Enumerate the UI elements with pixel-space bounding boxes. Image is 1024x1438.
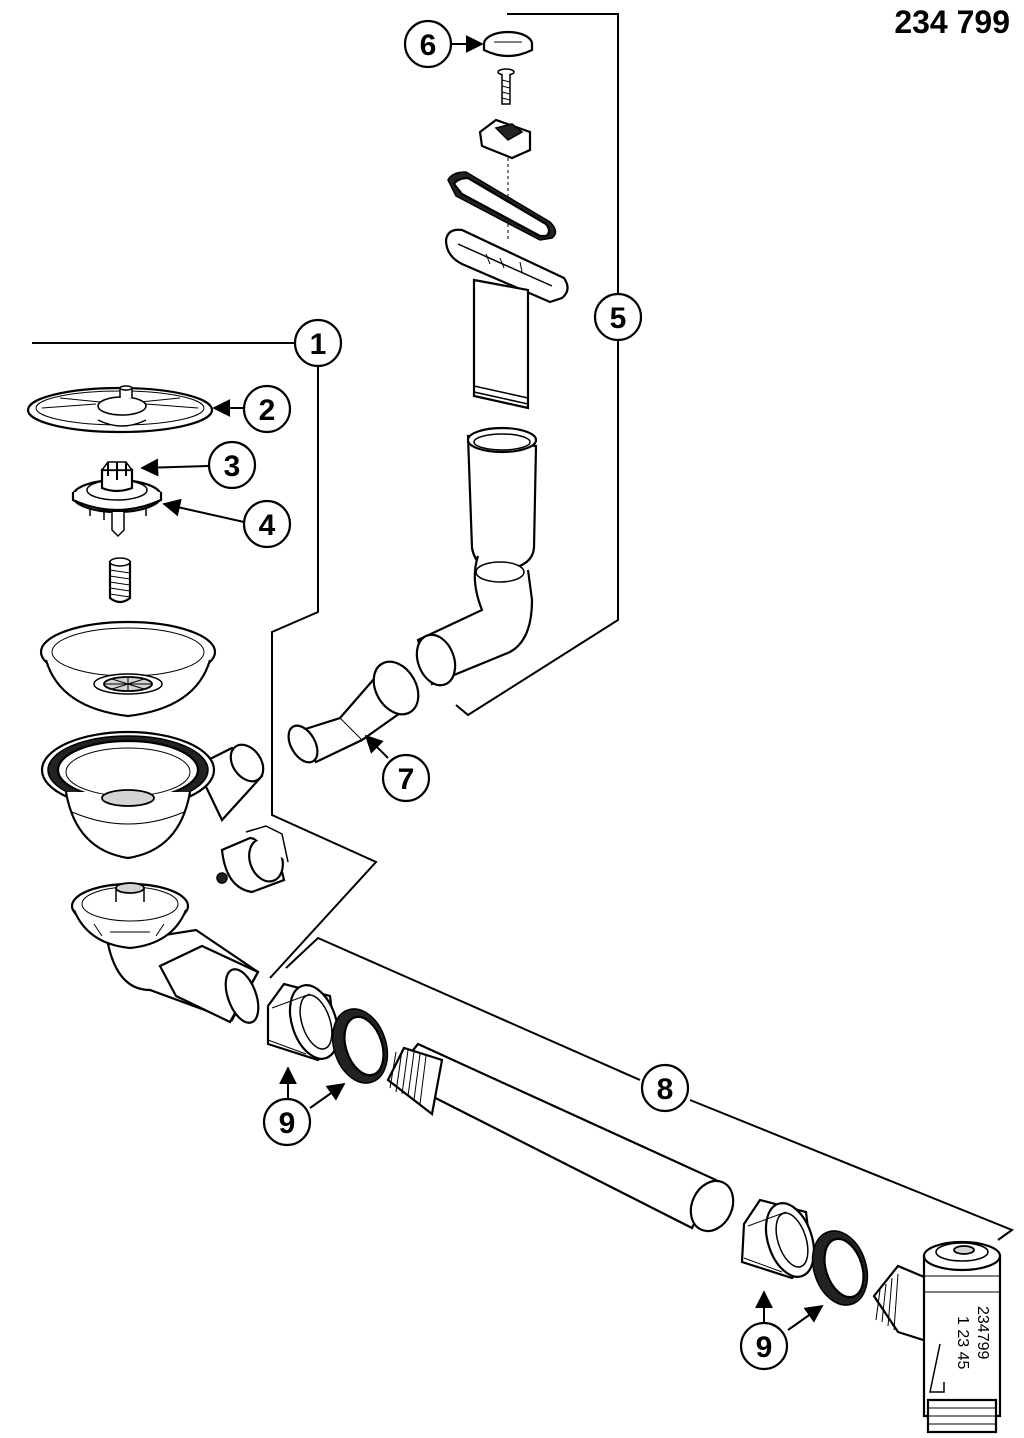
- callout-arrows: [140, 35, 824, 1331]
- drain-body: [70, 882, 260, 1024]
- overflow-plug: [216, 825, 289, 894]
- valve-head: [71, 461, 163, 538]
- tee-stamp-line1: 234799: [974, 1306, 991, 1359]
- callout-9-left: 9: [262, 1097, 312, 1147]
- svg-text:9: 9: [756, 1331, 773, 1364]
- reducer: [287, 660, 420, 764]
- extension-pipe: [386, 1042, 735, 1233]
- overflow-housing: [444, 228, 569, 410]
- svg-text:6: 6: [420, 29, 437, 62]
- svg-text:1: 1: [310, 328, 327, 361]
- tee-fitting: 234799 1 23 45: [872, 1240, 1002, 1434]
- callout-4: 4: [242, 499, 292, 549]
- union-nut-left: [266, 982, 340, 1062]
- part-number: 234 799: [894, 4, 1010, 40]
- seal-ring-left: [331, 1008, 389, 1084]
- callout-8: 8: [640, 1063, 690, 1113]
- svg-text:5: 5: [610, 302, 627, 335]
- overflow-cap: [482, 30, 534, 58]
- callout-3: 3: [207, 440, 257, 490]
- tee-stamp-line2: 1 23 45: [954, 1316, 971, 1369]
- overflow-tube: [415, 426, 538, 687]
- svg-text:7: 7: [398, 763, 415, 796]
- union-nut-right: [740, 1198, 816, 1280]
- svg-text:4: 4: [259, 509, 276, 542]
- strainer-cover: [26, 385, 214, 434]
- sink-outlet: [40, 730, 265, 860]
- callout-1: 1: [293, 318, 343, 368]
- callout-5: 5: [593, 292, 643, 342]
- svg-text:8: 8: [657, 1073, 674, 1106]
- strainer-basket: [39, 620, 217, 718]
- svg-text:2: 2: [259, 394, 276, 427]
- callout-6: 6: [403, 19, 453, 69]
- overflow-screw: [497, 68, 515, 105]
- svg-text:9: 9: [279, 1107, 296, 1140]
- svg-text:3: 3: [224, 450, 241, 483]
- screw: [108, 557, 132, 604]
- callout-7: 7: [381, 753, 431, 803]
- overflow-gasket: [447, 171, 557, 241]
- overflow-clip: [478, 118, 532, 240]
- callout-9-right: 9: [739, 1321, 789, 1371]
- group-brackets: [32, 13, 1015, 1241]
- callout-2: 2: [242, 384, 292, 434]
- seal-ring-right: [811, 1230, 869, 1306]
